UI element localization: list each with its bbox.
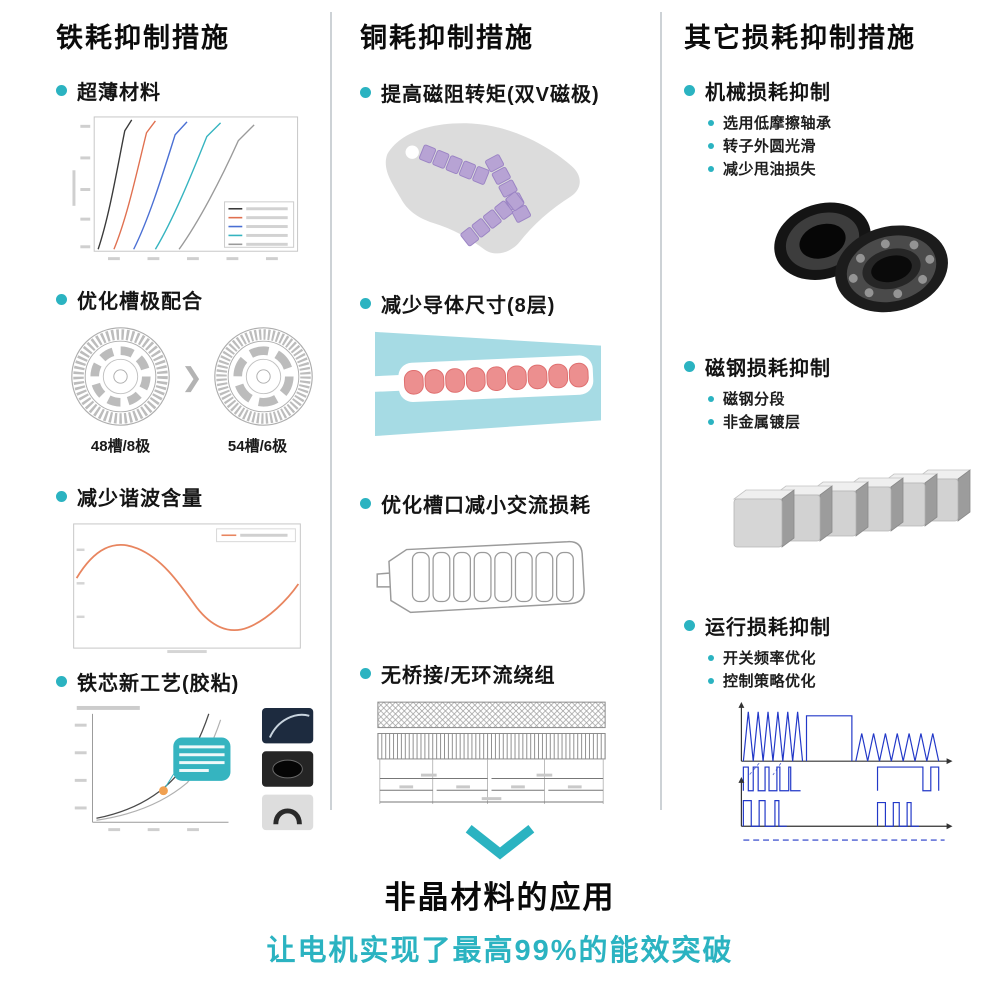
sub-item: 开关频率优化 [708, 646, 982, 669]
bullet-dot-icon [56, 676, 67, 687]
item-core-bonding-process: 铁芯新工艺(胶粘) [56, 667, 318, 838]
pwm-waveforms-chart [738, 701, 953, 841]
caption-54slot-6pole: 54槽/6极 [227, 438, 288, 455]
item-label: 机械损耗抑制 [705, 82, 831, 104]
item-label: 提高磁阻转矩(双V磁极) [381, 84, 600, 106]
bullet-dot-icon [360, 298, 371, 309]
sub-item-label: 开关频率优化 [723, 650, 817, 667]
item-reduce-conductor-size: 减少导体尺寸(8层) [360, 289, 622, 439]
item-header: 运行损耗抑制 [684, 611, 982, 640]
arrow-right-icon: ❯ [181, 361, 203, 392]
item-header: 超薄材料 [56, 76, 318, 105]
caption-spacer [173, 435, 205, 456]
item-label: 减少导体尺寸(8层) [381, 295, 556, 317]
double-v-magnet-rotor [385, 123, 580, 254]
footer-headline: 非晶材料的应用 [384, 880, 616, 915]
bullet-dot-icon [56, 294, 67, 305]
item-header: 提高磁阻转矩(双V磁极) [360, 78, 622, 107]
item-operating-loss: 运行损耗抑制 开关频率优化 控制策略优化 [684, 611, 982, 846]
item-mechanical-loss: 机械损耗抑制 选用低摩擦轴承 转子外圆光滑 减少甩油损失 [684, 76, 982, 326]
bullet-dot-icon [56, 491, 67, 502]
magnet-segments-photo [732, 469, 972, 548]
sub-bullet-dot-icon [708, 142, 714, 149]
chevron-down-icon [465, 825, 535, 860]
item-label: 无桥接/无环流绕组 [381, 665, 556, 687]
caption-48slot-8pole: 48槽/8极 [90, 438, 151, 455]
motor-cross-section-54slot-6pole [214, 327, 313, 426]
eight-layer-conductor-slot [372, 331, 602, 437]
item-label: 优化槽极配合 [77, 291, 203, 313]
ball-bearings-photo [774, 202, 948, 313]
item-label: 铁芯新工艺(胶粘) [77, 673, 240, 695]
footer-conclusion: 非晶材料的应用 让电机实现了最高99%的能效突破 [0, 824, 1000, 969]
item-header: 机械损耗抑制 [684, 76, 982, 105]
column-copper-loss: 铜耗抑制措施 提高磁阻转矩(双V磁极) [360, 16, 622, 817]
sub-item-label: 磁钢分段 [723, 391, 786, 408]
sub-item: 磁钢分段 [708, 387, 982, 410]
operating-loss-sublist: 开关频率优化 控制策略优化 [708, 646, 982, 692]
item-slot-pole-optimization: 优化槽极配合 ❯ [56, 285, 318, 456]
column-title-iron-loss: 铁耗抑制措施 [56, 23, 230, 53]
bullet-dot-icon [360, 87, 371, 98]
column-iron-loss: 铁耗抑制措施 超薄材料 [56, 16, 318, 838]
slot-pole-captions: 48槽/8极 54槽/6极 [68, 435, 310, 456]
winding-diagram [377, 701, 606, 805]
sub-bullet-dot-icon [708, 654, 714, 661]
magnet-loss-sublist: 磁钢分段 非金属镀层 [708, 387, 982, 433]
column-title-other-loss: 其它损耗抑制措施 [684, 23, 916, 53]
item-reduce-harmonics: 减少谐波含量 [56, 482, 318, 655]
sub-bullet-dot-icon [708, 395, 714, 402]
bullet-dot-icon [684, 361, 695, 372]
item-label: 运行损耗抑制 [705, 617, 831, 639]
core-bonding-process-chart [74, 705, 314, 832]
sub-item: 选用低摩擦轴承 [708, 111, 982, 134]
bullet-dot-icon [360, 498, 371, 509]
item-header: 铁芯新工艺(胶粘) [56, 667, 318, 696]
sub-item-label: 转子外圆光滑 [723, 138, 817, 155]
sub-bullet-dot-icon [708, 677, 714, 684]
column-divider-2 [660, 12, 662, 810]
sub-item-label: 控制策略优化 [723, 673, 817, 690]
sub-item: 减少甩油损失 [708, 157, 982, 180]
sub-item-label: 选用低摩擦轴承 [723, 115, 832, 132]
sub-item: 控制策略优化 [708, 669, 982, 692]
sub-item-label: 非金属镀层 [723, 414, 801, 431]
item-reluctance-torque: 提高磁阻转矩(双V磁极) [360, 78, 622, 265]
bullet-dot-icon [56, 85, 67, 96]
bullet-dot-icon [684, 85, 695, 96]
bullet-dot-icon [684, 620, 695, 631]
sub-item: 非金属镀层 [708, 410, 982, 433]
item-header: 优化槽极配合 [56, 285, 318, 314]
sub-item-label: 减少甩油损失 [723, 161, 817, 178]
sub-bullet-dot-icon [708, 119, 714, 126]
item-header: 减少导体尺寸(8层) [360, 289, 622, 318]
bh-magnetization-curves-chart [72, 116, 299, 261]
item-label: 减少谐波含量 [77, 488, 203, 510]
item-header: 优化槽口减小交流损耗 [360, 489, 622, 518]
item-ultrathin-material: 超薄材料 [56, 76, 318, 269]
footer-subheadline: 让电机实现了最高99%的能效突破 [266, 935, 734, 967]
sub-bullet-dot-icon [708, 165, 714, 172]
slot-opening-outline [376, 540, 585, 614]
mechanical-loss-sublist: 选用低摩擦轴承 转子外圆光滑 减少甩油损失 [708, 111, 982, 180]
item-label: 磁钢损耗抑制 [705, 358, 831, 380]
item-header: 减少谐波含量 [56, 482, 318, 511]
column-other-loss: 其它损耗抑制措施 机械损耗抑制 选用低摩擦轴承 转子外圆光滑 减少甩油损失 [684, 16, 982, 846]
sub-bullet-dot-icon [708, 418, 714, 425]
column-title-copper-loss: 铜耗抑制措施 [360, 23, 534, 53]
item-magnet-loss: 磁钢损耗抑制 磁钢分段 非金属镀层 [684, 352, 982, 571]
bullet-dot-icon [360, 668, 371, 679]
item-header: 无桥接/无环流绕组 [360, 659, 622, 688]
item-label: 超薄材料 [77, 82, 161, 104]
item-header: 磁钢损耗抑制 [684, 352, 982, 381]
motor-cross-section-48slot-8pole [71, 327, 170, 426]
column-divider-1 [330, 12, 332, 810]
sub-item: 转子外圆光滑 [708, 134, 982, 157]
harmonic-sine-wave-chart [73, 523, 301, 654]
item-optimize-slot-opening: 优化槽口减小交流损耗 [360, 489, 622, 629]
item-bridgeless-winding: 无桥接/无环流绕组 [360, 659, 622, 817]
slot-pole-cross-sections: ❯ [68, 324, 318, 429]
item-label: 优化槽口减小交流损耗 [381, 495, 591, 517]
